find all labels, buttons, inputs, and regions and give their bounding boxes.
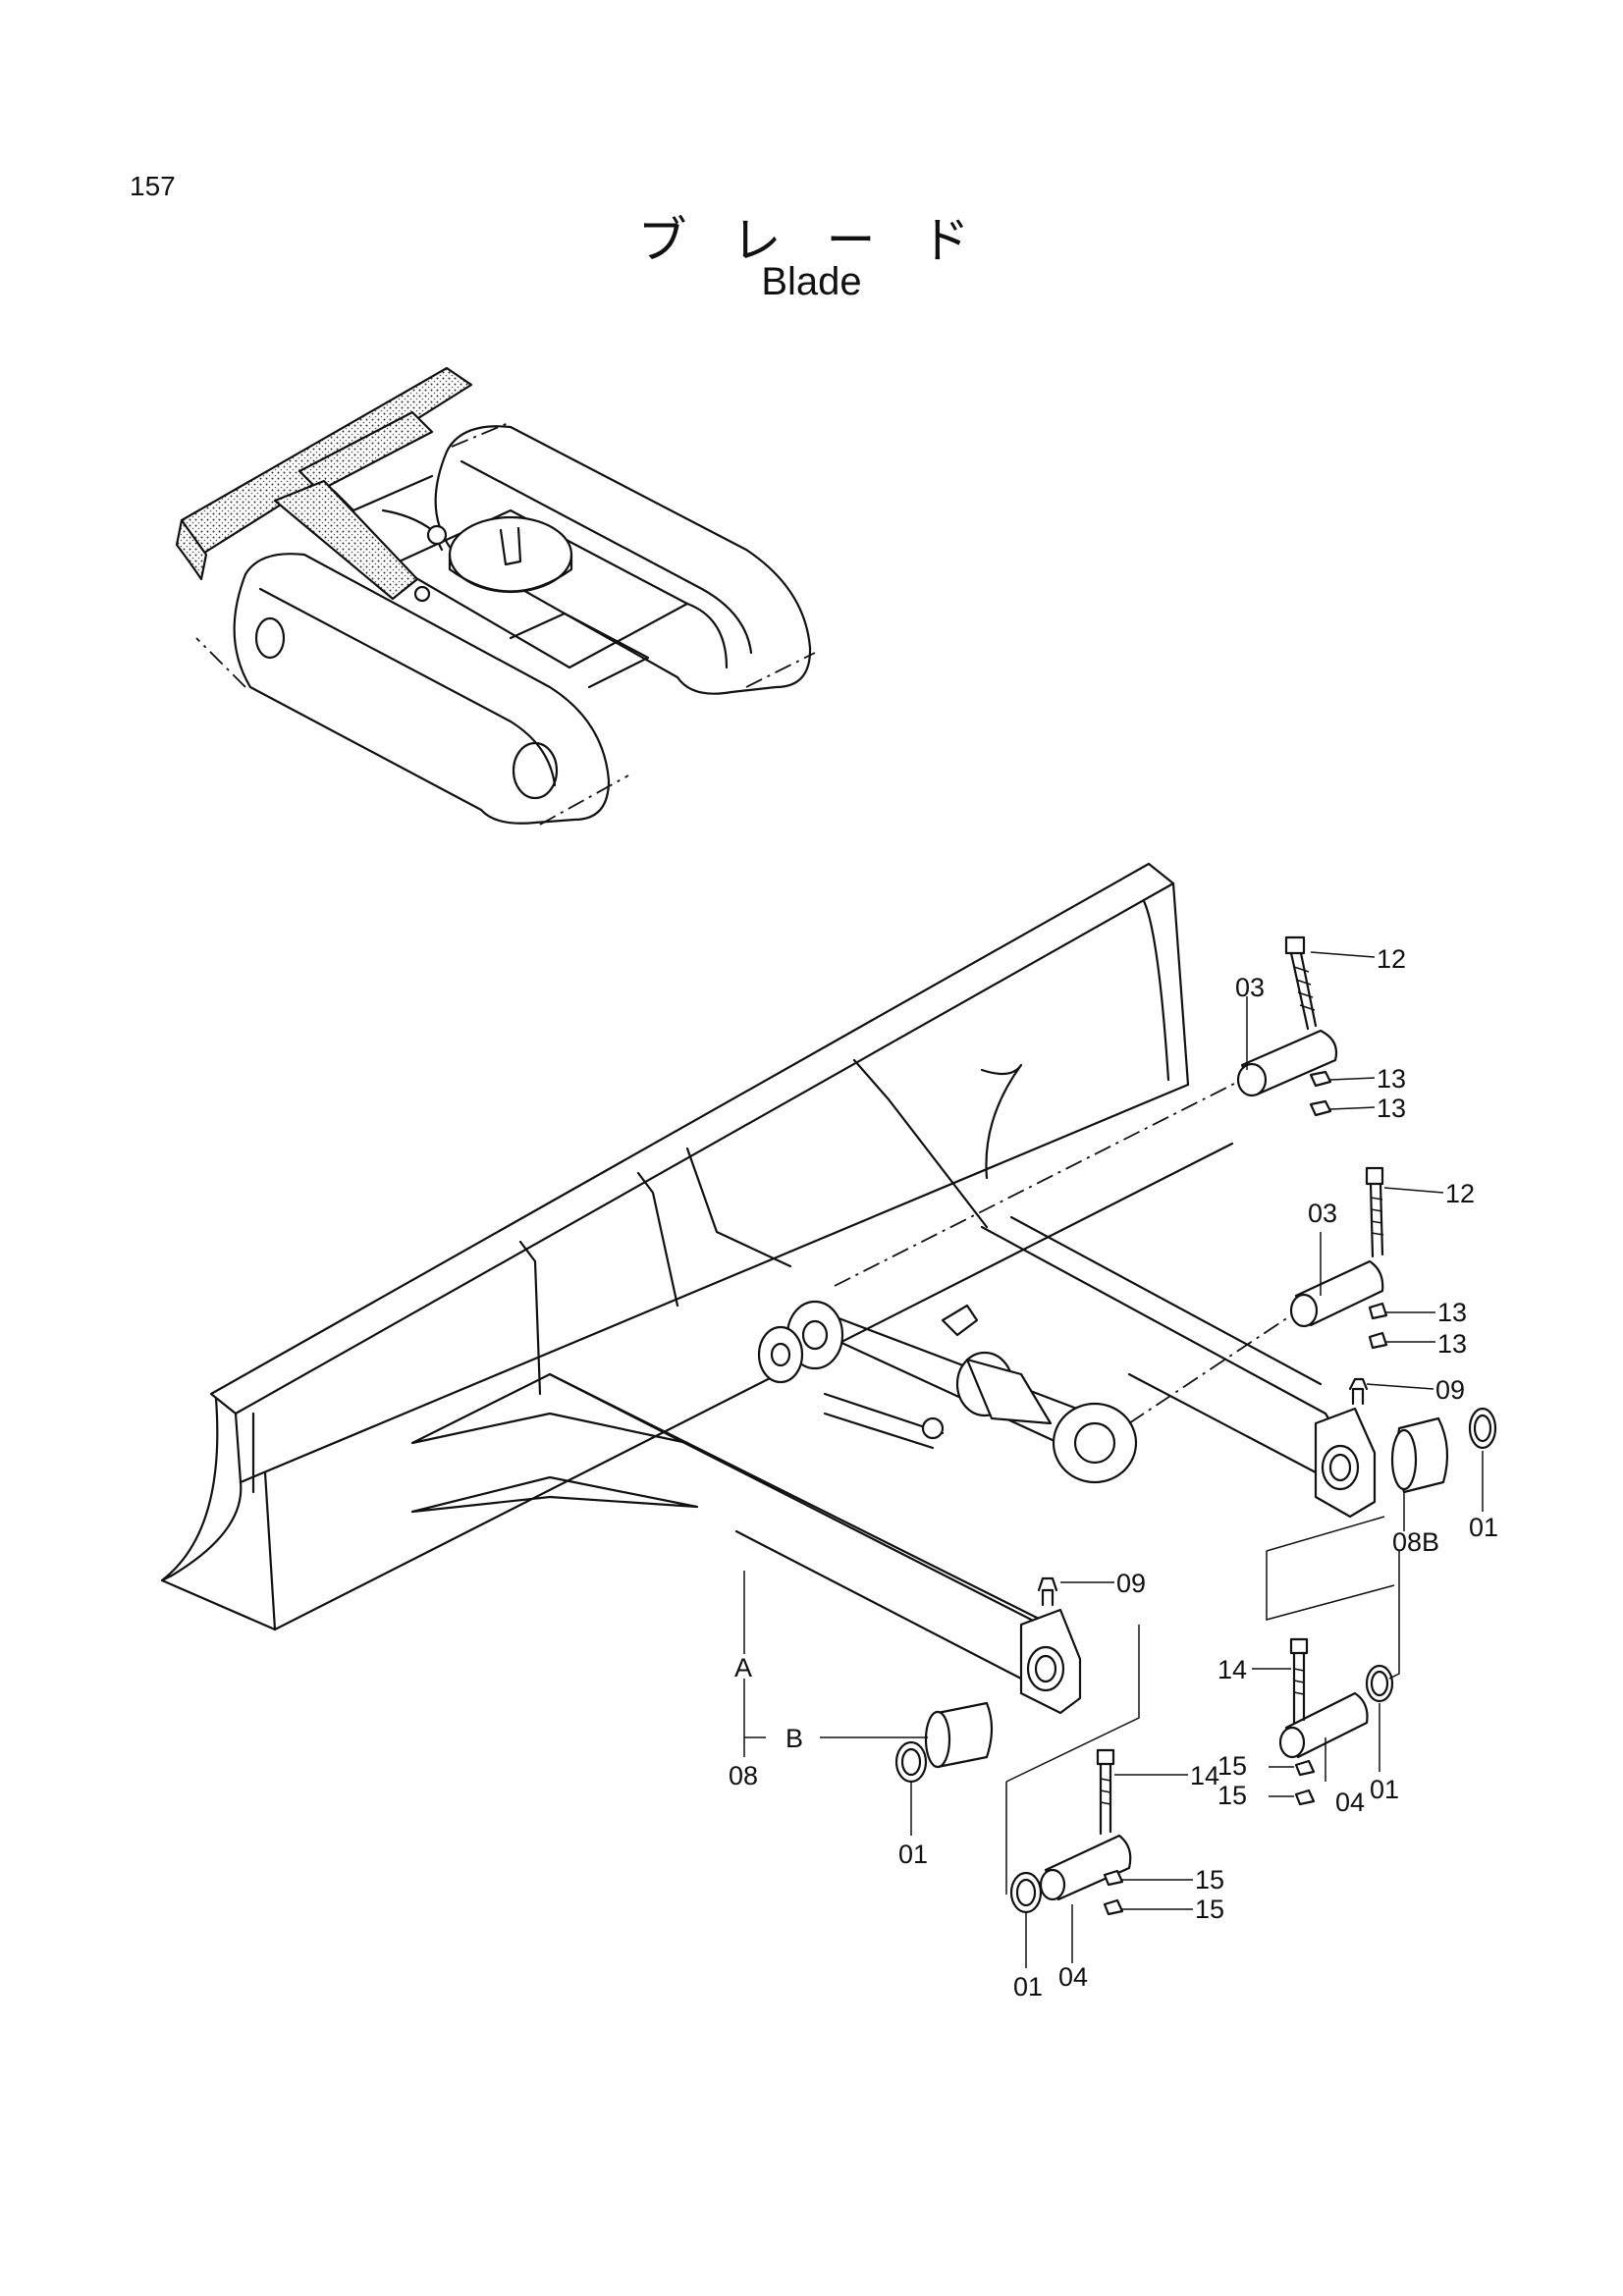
- callout-14-middle: 14: [1217, 1655, 1247, 1684]
- callout-04-lower: 04: [1058, 1962, 1088, 1992]
- callout-01-lower-left: 01: [898, 1840, 928, 1869]
- callout-09-upper: 09: [1435, 1375, 1465, 1405]
- callout-13-upper-b: 13: [1377, 1094, 1406, 1123]
- overview-undercarriage: [175, 366, 816, 826]
- callout-B: B: [785, 1724, 803, 1753]
- callout-labels: 12 03 13 13 12 03 13 13 09 01 08B 09 14 …: [729, 944, 1498, 2002]
- blade-assembly: [160, 862, 1377, 1715]
- leader-lines: [743, 951, 1484, 1968]
- callout-03-upper: 03: [1235, 973, 1265, 1002]
- callout-15-lower-a: 15: [1195, 1865, 1224, 1895]
- callout-15-middle-b: 15: [1217, 1781, 1247, 1810]
- callout-13-middle-b: 13: [1437, 1329, 1467, 1359]
- callout-08: 08: [729, 1761, 758, 1790]
- title-english: Blade: [761, 260, 862, 303]
- callout-14-lower: 14: [1190, 1761, 1219, 1790]
- callout-03-middle: 03: [1308, 1199, 1337, 1228]
- callout-15-middle-a: 15: [1217, 1751, 1247, 1781]
- callout-01-middle: 01: [1370, 1775, 1399, 1804]
- page-number: 157: [130, 171, 176, 201]
- callout-09-lower: 09: [1116, 1569, 1146, 1598]
- title-japanese: ブレード: [637, 212, 1015, 269]
- callout-12-upper: 12: [1377, 944, 1406, 974]
- callout-01-lower: 01: [1013, 1972, 1043, 2002]
- callout-04-middle: 04: [1335, 1788, 1365, 1817]
- callout-13-middle-a: 13: [1437, 1298, 1467, 1327]
- callout-01-upper: 01: [1469, 1513, 1498, 1542]
- callout-08B: 08B: [1392, 1527, 1439, 1557]
- callout-A: A: [734, 1653, 752, 1682]
- callout-13-upper-a: 13: [1377, 1064, 1406, 1094]
- callout-15-lower-b: 15: [1195, 1895, 1224, 1924]
- callout-12-middle: 12: [1445, 1179, 1475, 1208]
